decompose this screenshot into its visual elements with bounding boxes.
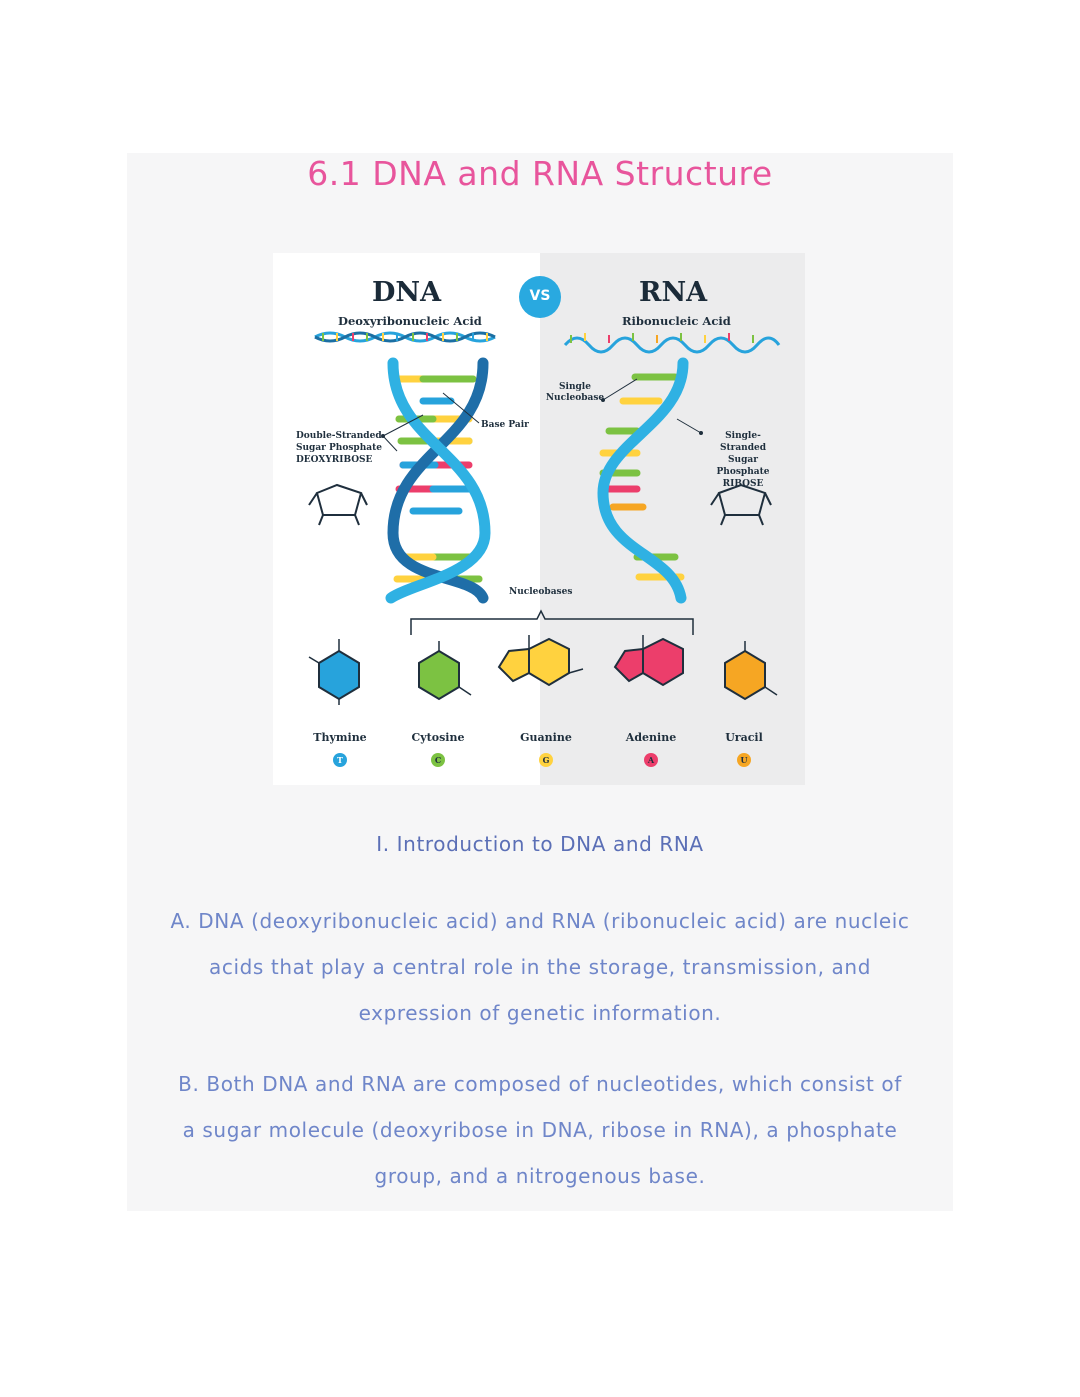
adenine-letter: A [647,755,655,765]
cytosine-label: Cytosine [411,731,465,744]
thymine-molecule-icon [308,639,360,705]
dna-double-helix-icon [385,357,491,604]
nucleobases-label: Nucleobases [509,587,573,597]
uracil-label: Uracil [725,731,763,744]
cytosine-molecule-icon [418,641,472,701]
ribose-ring-icon [710,483,772,526]
adenine-label: Adenine [625,731,677,744]
cytosine-badge [431,753,445,767]
dna-panel [273,253,540,785]
paragraph-a-line: expression of genetic information. [358,1001,722,1025]
thymine-letter: T [337,755,343,765]
uracil-letter: U [740,755,748,765]
guanine-molecule-icon [497,635,584,687]
dna-heading: DNA [372,277,442,308]
guanine-label: Guanine [520,731,572,744]
figure-artwork [308,276,781,767]
uracil-badge [737,753,751,767]
rna-subheading: Ribonucleic Acid [622,314,731,328]
paragraph-a-line: acids that play a central role in the st… [209,955,871,979]
adenine-molecule-icon [613,635,684,687]
rna-single-helix-icon [597,357,689,604]
paragraph-a-line: A. DNA (deoxyribonucleic acid) and RNA (… [170,909,910,933]
cytosine-letter: C [434,755,442,765]
dna-subheading: Deoxyribonucleic Acid [338,314,482,328]
adenine-badge [644,753,658,767]
paragraph-b-line: a sugar molecule (deoxyribose in DNA, ri… [182,1118,898,1142]
paragraph-b: B. Both DNA and RNA are composed of nucl… [127,1061,953,1199]
single-nucleobase-label: Single Nucleobase [545,382,605,403]
base-pair-label: Base Pair [481,420,529,430]
paragraph-b-line: B. Both DNA and RNA are composed of nucl… [178,1072,902,1096]
dna-vs-rna-figure: DNA Deoxyribonucleic Acid VS RNA Ribonuc… [273,253,805,785]
guanine-letter: G [542,755,550,765]
paragraph-b-line: group, and a nitrogenous base. [374,1164,706,1188]
paragraph-a: A. DNA (deoxyribonucleic acid) and RNA (… [127,898,953,1036]
guanine-badge [539,753,553,767]
rna-heading: RNA [639,277,708,308]
rna-sugar-label: Single-Stranded Sugar Phosphate RIBOSE [716,431,770,489]
page-title: 6.1 DNA and RNA Structure [307,154,773,193]
nucleobases-bracket [410,609,694,635]
deoxyribose-ring-icon [308,483,368,526]
thymine-label: Thymine [313,731,367,744]
section-heading: I. Introduction to DNA and RNA [376,832,704,856]
uracil-molecule-icon [724,641,778,701]
vs-label: VS [529,288,551,304]
dna-sugar-label: Double-Stranded Sugar Phosphate DEOXYRIB… [296,431,382,465]
rna-mini-strand-icon [563,333,781,354]
dna-mini-helix-icon [314,331,496,343]
thymine-badge [333,753,347,767]
vs-badge [519,276,561,318]
